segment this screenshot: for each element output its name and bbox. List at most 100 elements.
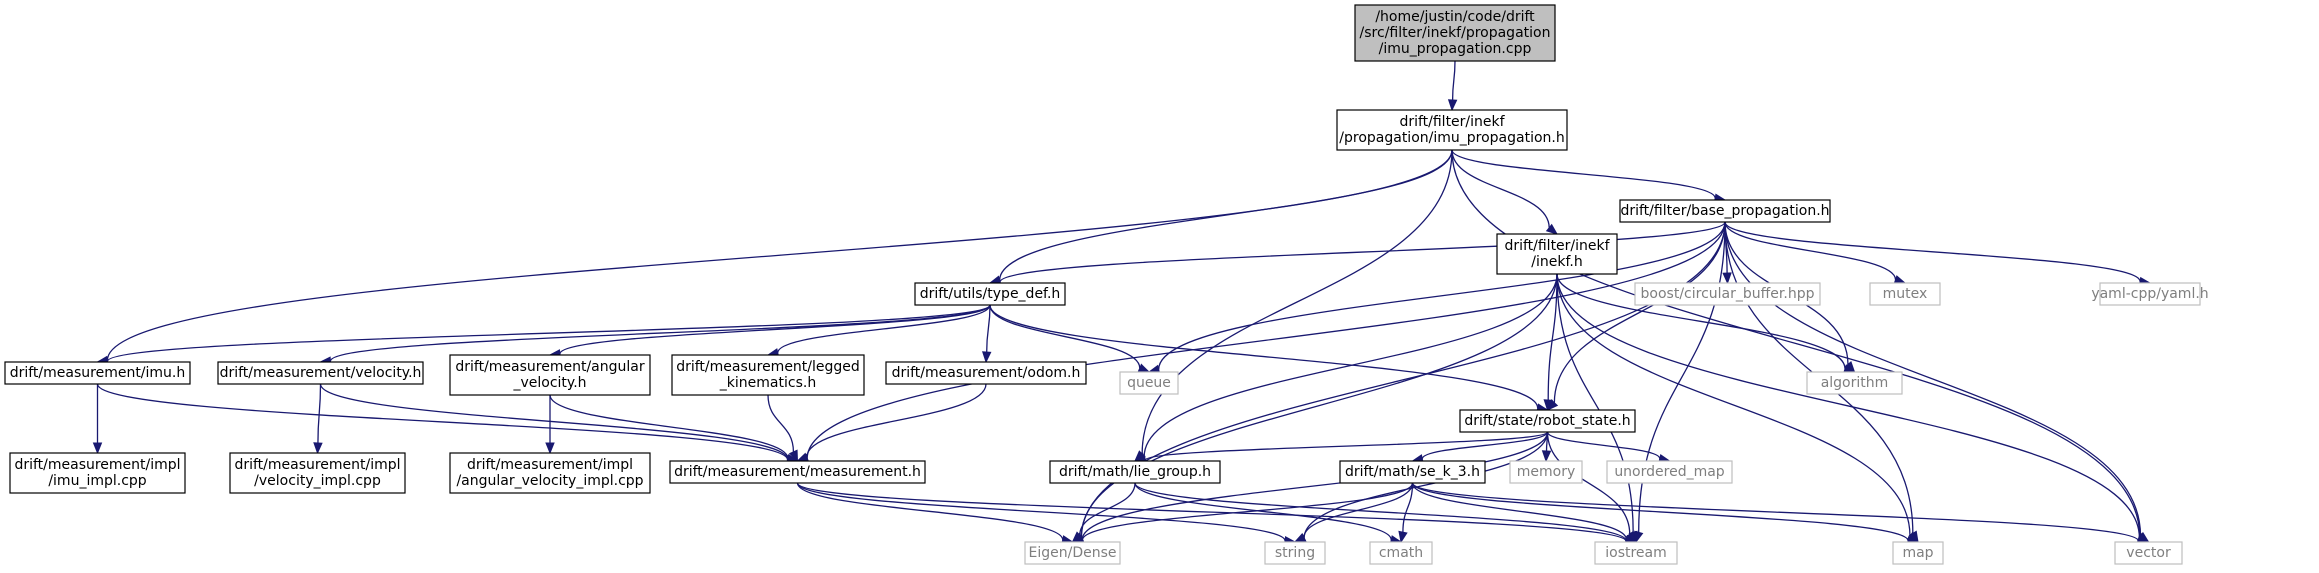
node-string: string (1264, 541, 1326, 565)
node-base_prop_h[interactable]: drift/filter/base_propagation.h (1619, 199, 1831, 223)
node-algorithm: algorithm (1806, 371, 1903, 395)
node-label-line: drift/filter/base_propagation.h (1620, 203, 1829, 219)
node-vel_impl[interactable]: drift/measurement/impl/velocity_impl.cpp (229, 452, 406, 494)
edge-imu_prop_h-to-type_def_h (988, 149, 1453, 285)
edge-velocity_h-to-measurement_h (319, 383, 799, 465)
node-box (1264, 541, 1326, 565)
edge-type_def_h-to-odom_h (982, 304, 992, 364)
node-type_def_h[interactable]: drift/utils/type_def.h (914, 282, 1066, 306)
node-box (9, 452, 186, 494)
edge-base_prop_h-to-vector (1724, 221, 2150, 543)
edge-inekf_h-to-iostream (1556, 273, 1638, 544)
node-box (1606, 460, 1733, 484)
node-label-line: drift/measurement/impl (467, 457, 633, 473)
edge-se_k_3_h-to-vector (1411, 482, 2150, 546)
edge-measurement_h-to-eigen (796, 482, 1074, 545)
node-ang_vel_h[interactable]: drift/measurement/angular_velocity.h (449, 354, 651, 396)
node-legged_h[interactable]: drift/measurement/legged_kinematics.h (671, 354, 865, 396)
node-box (1619, 199, 1831, 223)
node-mutex: mutex (1869, 282, 1941, 306)
edge-robot_state_h-to-unordered_map (1546, 431, 1671, 464)
node-eigen: Eigen/Dense (1024, 541, 1121, 565)
edge-inekf_h-to-eigen (1071, 273, 1558, 543)
edge-imu_h-to-imu_impl (92, 384, 103, 455)
node-box (1806, 371, 1903, 395)
node-box (1119, 371, 1179, 395)
edge-se_k_3_h-to-map (1411, 482, 1920, 546)
edge-type_def_h-to-velocity_h (319, 304, 991, 366)
node-box (1594, 541, 1678, 565)
node-se_k_3_h[interactable]: drift/math/se_k_3.h (1339, 460, 1486, 484)
node-measurement_h[interactable]: drift/measurement/measurement.h (669, 460, 926, 484)
node-label-line: yaml-cpp/yaml.h (2091, 286, 2208, 302)
node-robot_state_h[interactable]: drift/state/robot_state.h (1459, 409, 1636, 433)
edge-base_prop_h-to-yaml (1724, 221, 2152, 287)
edge-legged_h-to-measurement_h (767, 394, 799, 463)
node-box (2114, 541, 2183, 565)
node-box (669, 460, 926, 484)
node-label-line: drift/measurement/measurement.h (674, 464, 921, 480)
node-label-line: /propagation/imu_propagation.h (1339, 130, 1564, 146)
node-imu_h[interactable]: drift/measurement/imu.h (4, 361, 191, 385)
node-imu_prop_h[interactable]: drift/filter/inekf/propagation/imu_propa… (1336, 109, 1568, 151)
node-inekf_h[interactable]: drift/filter/inekf/inekf.h (1496, 233, 1618, 275)
edge-robot_state_h-to-string (1293, 431, 1549, 543)
node-angvel_impl[interactable]: drift/measurement/impl/angular_velocity_… (449, 452, 651, 494)
node-label-line: memory (1517, 464, 1576, 480)
node-box (449, 354, 651, 396)
node-box (1369, 541, 1433, 565)
edge-root-to-imu_prop_h (1447, 60, 1458, 112)
node-box (1049, 460, 1221, 484)
node-box (1892, 541, 1944, 565)
edge-ang_vel_h-to-angvel_impl (545, 394, 555, 455)
edge-se_k_3_h-to-cmath (1398, 482, 1414, 544)
node-label-line: iostream (1605, 545, 1667, 561)
node-label-line: /angular_velocity_impl.cpp (456, 473, 643, 489)
node-label-line: map (1902, 545, 1933, 561)
node-label-line: queue (1127, 375, 1171, 391)
node-boost_cb: boost/circular_buffer.hpp (1634, 282, 1821, 306)
node-label-line: /imu_impl.cpp (48, 473, 146, 489)
edge-imu_prop_h-to-base_prop_h (1451, 149, 1727, 203)
edge-base_prop_h-to-mutex (1724, 221, 1907, 285)
node-box (914, 282, 1066, 306)
node-box (1336, 109, 1568, 151)
node-label-line: /imu_propagation.cpp (1379, 41, 1532, 57)
node-box (2099, 282, 2201, 306)
edge-imu_prop_h-to-inekf_h (1451, 149, 1559, 235)
node-box (1634, 282, 1821, 306)
node-unordered_map: unordered_map (1606, 460, 1733, 484)
node-label-line: drift/math/se_k_3.h (1345, 464, 1480, 480)
edge-se_k_3_h-to-iostream (1411, 482, 1638, 544)
node-odom_h[interactable]: drift/measurement/odom.h (885, 361, 1087, 385)
node-label-line: /src/filter/inekf/propagation (1360, 25, 1551, 41)
node-label-line: drift/measurement/impl (234, 457, 400, 473)
node-label-line: boost/circular_buffer.hpp (1641, 286, 1815, 302)
node-label-line: drift/measurement/odom.h (892, 365, 1081, 381)
edge-inekf_h-to-robot_state_h (1543, 273, 1558, 412)
node-root[interactable]: /home/justin/code/drift/src/filter/inekf… (1354, 4, 1556, 62)
node-label-line: unordered_map (1614, 464, 1724, 480)
node-imu_impl[interactable]: drift/measurement/impl/imu_impl.cpp (9, 452, 186, 494)
edge-inekf_h-to-lie_group_h (1133, 273, 1558, 462)
edge-imu_h-to-measurement_h (96, 383, 799, 465)
node-box (1496, 233, 1618, 275)
node-label-line: /home/justin/code/drift (1375, 9, 1535, 25)
node-label-line: _kinematics.h (719, 375, 816, 391)
node-velocity_h[interactable]: drift/measurement/velocity.h (217, 361, 424, 385)
node-box (671, 354, 865, 396)
node-box (885, 361, 1087, 385)
node-label-line: drift/filter/inekf (1504, 238, 1610, 254)
node-label-line: drift/measurement/angular (455, 359, 644, 375)
node-label-line: vector (2126, 545, 2171, 561)
node-label-line: drift/measurement/impl (14, 457, 180, 473)
node-label-line: /inekf.h (1531, 254, 1582, 270)
node-memory: memory (1509, 460, 1583, 484)
node-lie_group_h[interactable]: drift/math/lie_group.h (1049, 460, 1221, 484)
node-box (229, 452, 406, 494)
nodes-layer: /home/justin/code/drift/src/filter/inekf… (4, 4, 2209, 565)
node-box (1024, 541, 1121, 565)
node-box (449, 452, 651, 494)
edge-velocity_h-to-vel_impl (313, 383, 323, 455)
node-label-line: drift/measurement/imu.h (10, 365, 186, 381)
